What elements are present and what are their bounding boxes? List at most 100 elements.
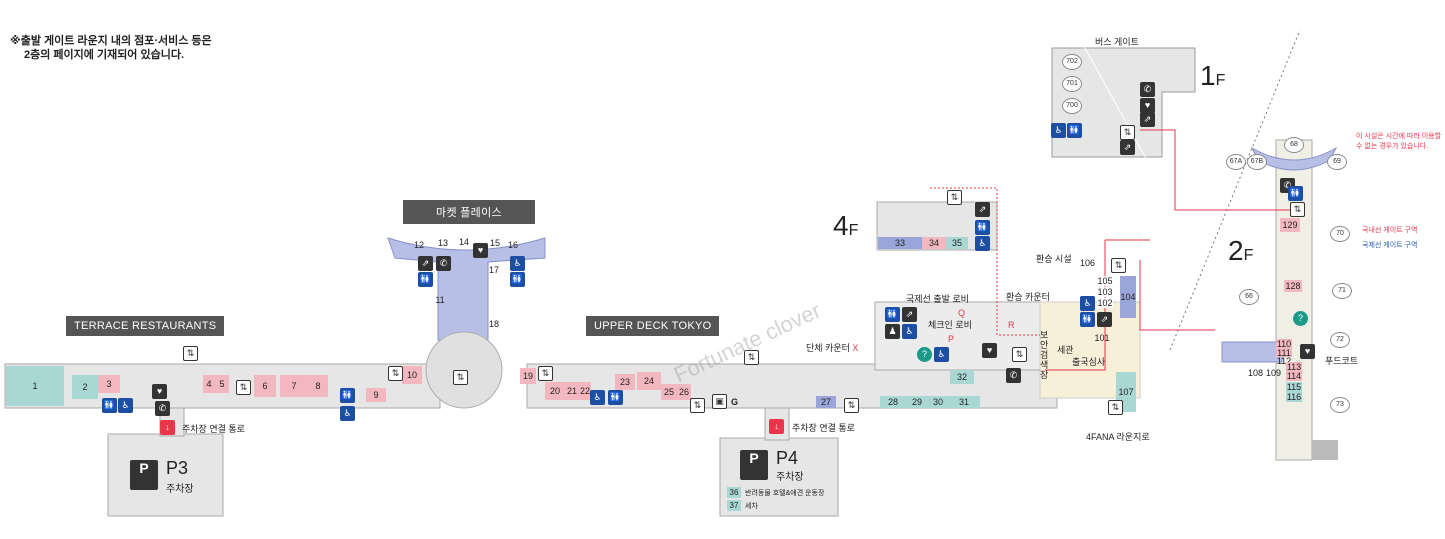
shop-105[interactable]: 105 [1097,276,1113,286]
shop-21[interactable]: 21 [565,382,579,400]
shop-34[interactable]: 34 [922,237,946,249]
shop-35[interactable]: 35 [946,237,968,249]
terrace-restaurants-label[interactable]: TERRACE RESTAURANTS [66,316,225,336]
gate-71[interactable]: 71 [1332,283,1352,299]
shop-6[interactable]: 6 [254,375,276,397]
gate-72[interactable]: 72 [1330,332,1350,348]
shop-2[interactable]: 2 [72,375,98,399]
shop-103[interactable]: 103 [1097,287,1113,297]
shop-113[interactable]: 113 [1286,362,1302,372]
restroom-icon: 🚻 [608,390,623,405]
p3-title[interactable]: P3 [166,458,189,478]
shop-115[interactable]: 115 [1286,382,1302,392]
customs-label[interactable]: 세관 [1057,345,1074,355]
shop-32[interactable]: 32 [950,370,974,384]
shop-7[interactable]: 7 [280,375,308,397]
elevator-icon: ⇅ [236,380,251,395]
shop-33[interactable]: 33 [878,237,922,249]
checkin-lobby-label[interactable]: 체크인 로비 [928,320,972,330]
shop-116[interactable]: 116 [1286,392,1302,402]
restroom-icon: 🚻 [885,307,900,322]
shop-12[interactable]: 12 [413,240,424,250]
shop-129[interactable]: 129 [1280,218,1300,232]
shop-1[interactable]: 1 [6,366,64,406]
elevator-icon: ⇅ [1108,400,1123,415]
shop-9[interactable]: 9 [366,388,386,402]
escalator-icon: ⇗ [1097,312,1112,327]
shop-30[interactable]: 30 [928,396,948,408]
shop-102[interactable]: 102 [1097,298,1113,308]
shop-17[interactable]: 17 [488,265,499,275]
information-icon[interactable]: ? [1293,311,1308,326]
shop-29[interactable]: 29 [906,396,928,408]
note-line-1: ※출발 게이트 라운지 내의 점포·서비스 등은 [10,35,212,47]
elevator-icon: ⇅ [1111,258,1126,273]
bus-gate-title: 버스 게이트 [1095,37,1139,47]
gate-67a[interactable]: 67A [1226,154,1246,170]
p4-title[interactable]: P4 [776,448,799,468]
shop-14[interactable]: 14 [458,237,469,247]
shop-106[interactable]: 106 [1080,258,1096,268]
shop-4[interactable]: 4 [203,375,215,393]
floor-2-number: 2 [1228,235,1244,266]
transfer-counter-label[interactable]: 환승 카운터 [1006,292,1050,302]
gate-73[interactable]: 73 [1330,397,1350,413]
shop-101[interactable]: 101 [1094,333,1110,343]
bus-gate-700[interactable]: 700 [1062,98,1082,114]
shop-110[interactable]: 110 [1276,339,1292,349]
restroom-icon: 🚻 [1080,312,1095,327]
shop-114[interactable]: 114 [1286,371,1302,381]
shop-23[interactable]: 23 [615,374,635,390]
shop-3[interactable]: 3 [98,375,120,393]
shop-16[interactable]: 16 [507,240,518,250]
elevator-icon: ⇅ [388,366,403,381]
immigration-label[interactable]: 출국심사 [1072,357,1106,367]
food-court-label[interactable]: 푸드코트 [1325,356,1359,366]
gate-67b[interactable]: 67B [1247,154,1267,170]
shop-112[interactable]: 112 [1276,355,1292,366]
shop-8[interactable]: 8 [308,375,328,397]
parking-p4-icon: P [740,450,768,480]
shop-22[interactable]: 22 [579,382,591,400]
shop-37[interactable]: 37 [727,500,741,511]
shop-111[interactable]: 111 [1276,347,1292,358]
information-icon[interactable]: ? [917,347,932,362]
shop-128[interactable]: 128 [1284,280,1302,292]
shop-13[interactable]: 13 [437,238,448,248]
gate-70[interactable]: 70 [1330,226,1350,242]
shop-11[interactable]: 11 [435,295,445,305]
group-counter-label[interactable]: 단체 카운터 X [806,341,858,354]
shop-20[interactable]: 20 [545,382,565,400]
shop-109[interactable]: 109 [1266,368,1282,378]
bus-gate-701[interactable]: 701 [1062,76,1082,92]
restroom-icon: 🚻 [510,272,525,287]
bus-gate-702[interactable]: 702 [1062,54,1082,70]
gate-66[interactable]: 66 [1239,289,1259,305]
intl-departure-lobby-label[interactable]: 국제선 출발 로비 [906,294,969,304]
shop-28[interactable]: 28 [880,396,906,408]
shop-27[interactable]: 27 [816,396,836,408]
shop-25[interactable]: 25 [661,384,677,400]
shop-19[interactable]: 19 [520,368,536,384]
market-place-label[interactable]: 마켓 플레이스 [403,200,535,224]
shop-24[interactable]: 24 [637,372,661,390]
lounge-direction-label[interactable]: 4FANA 라운지로 [1086,432,1150,442]
accessible-toilet-icon: ♿ [1051,123,1066,138]
transfer-facility-label[interactable]: 환승 시설 [1036,254,1072,264]
upper-deck-tokyo-label[interactable]: UPPER DECK TOKYO [586,316,720,336]
gate-69[interactable]: 69 [1327,154,1347,170]
shop-31[interactable]: 31 [948,396,980,408]
gate-68[interactable]: 68 [1284,137,1304,153]
shop-26[interactable]: 26 [677,384,691,400]
shop-18[interactable]: 18 [488,319,499,329]
shop-36[interactable]: 36 [727,487,741,498]
shop-108[interactable]: 108 [1248,368,1264,378]
p3-link-label[interactable]: 주차장 연결 통로 [182,424,245,434]
shop-104[interactable]: 104 [1120,276,1136,318]
shop-10[interactable]: 10 [402,366,422,384]
security-label[interactable]: 보안검색장 [1040,330,1049,380]
shop-15[interactable]: 15 [489,238,500,248]
shop-5[interactable]: 5 [215,375,229,393]
phone-icon: ✆ [1140,82,1155,97]
p4-link-label[interactable]: 주차장 연결 통로 [792,423,855,433]
